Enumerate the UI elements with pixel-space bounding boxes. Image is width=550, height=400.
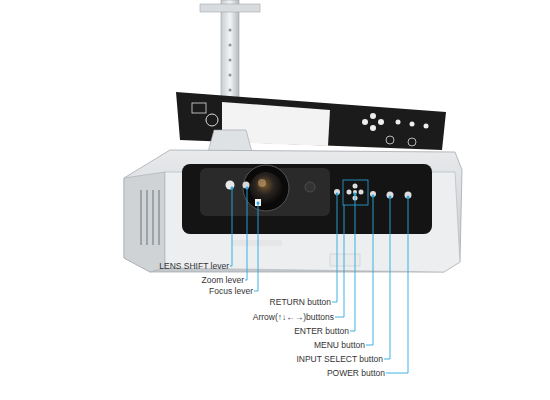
part-label: Zoom lever (201, 275, 244, 285)
part-label: Arrow(↑↓←→)buttons (253, 312, 334, 322)
part-label: ENTER button (294, 326, 349, 336)
part-label: LENS SHIFT lever (159, 261, 229, 271)
part-label: INPUT SELECT button (296, 354, 383, 364)
part-label: MENU button (314, 340, 365, 350)
part-label: POWER button (327, 368, 385, 378)
part-label: Focus lever (209, 286, 253, 296)
part-label: RETURN button (270, 297, 331, 307)
